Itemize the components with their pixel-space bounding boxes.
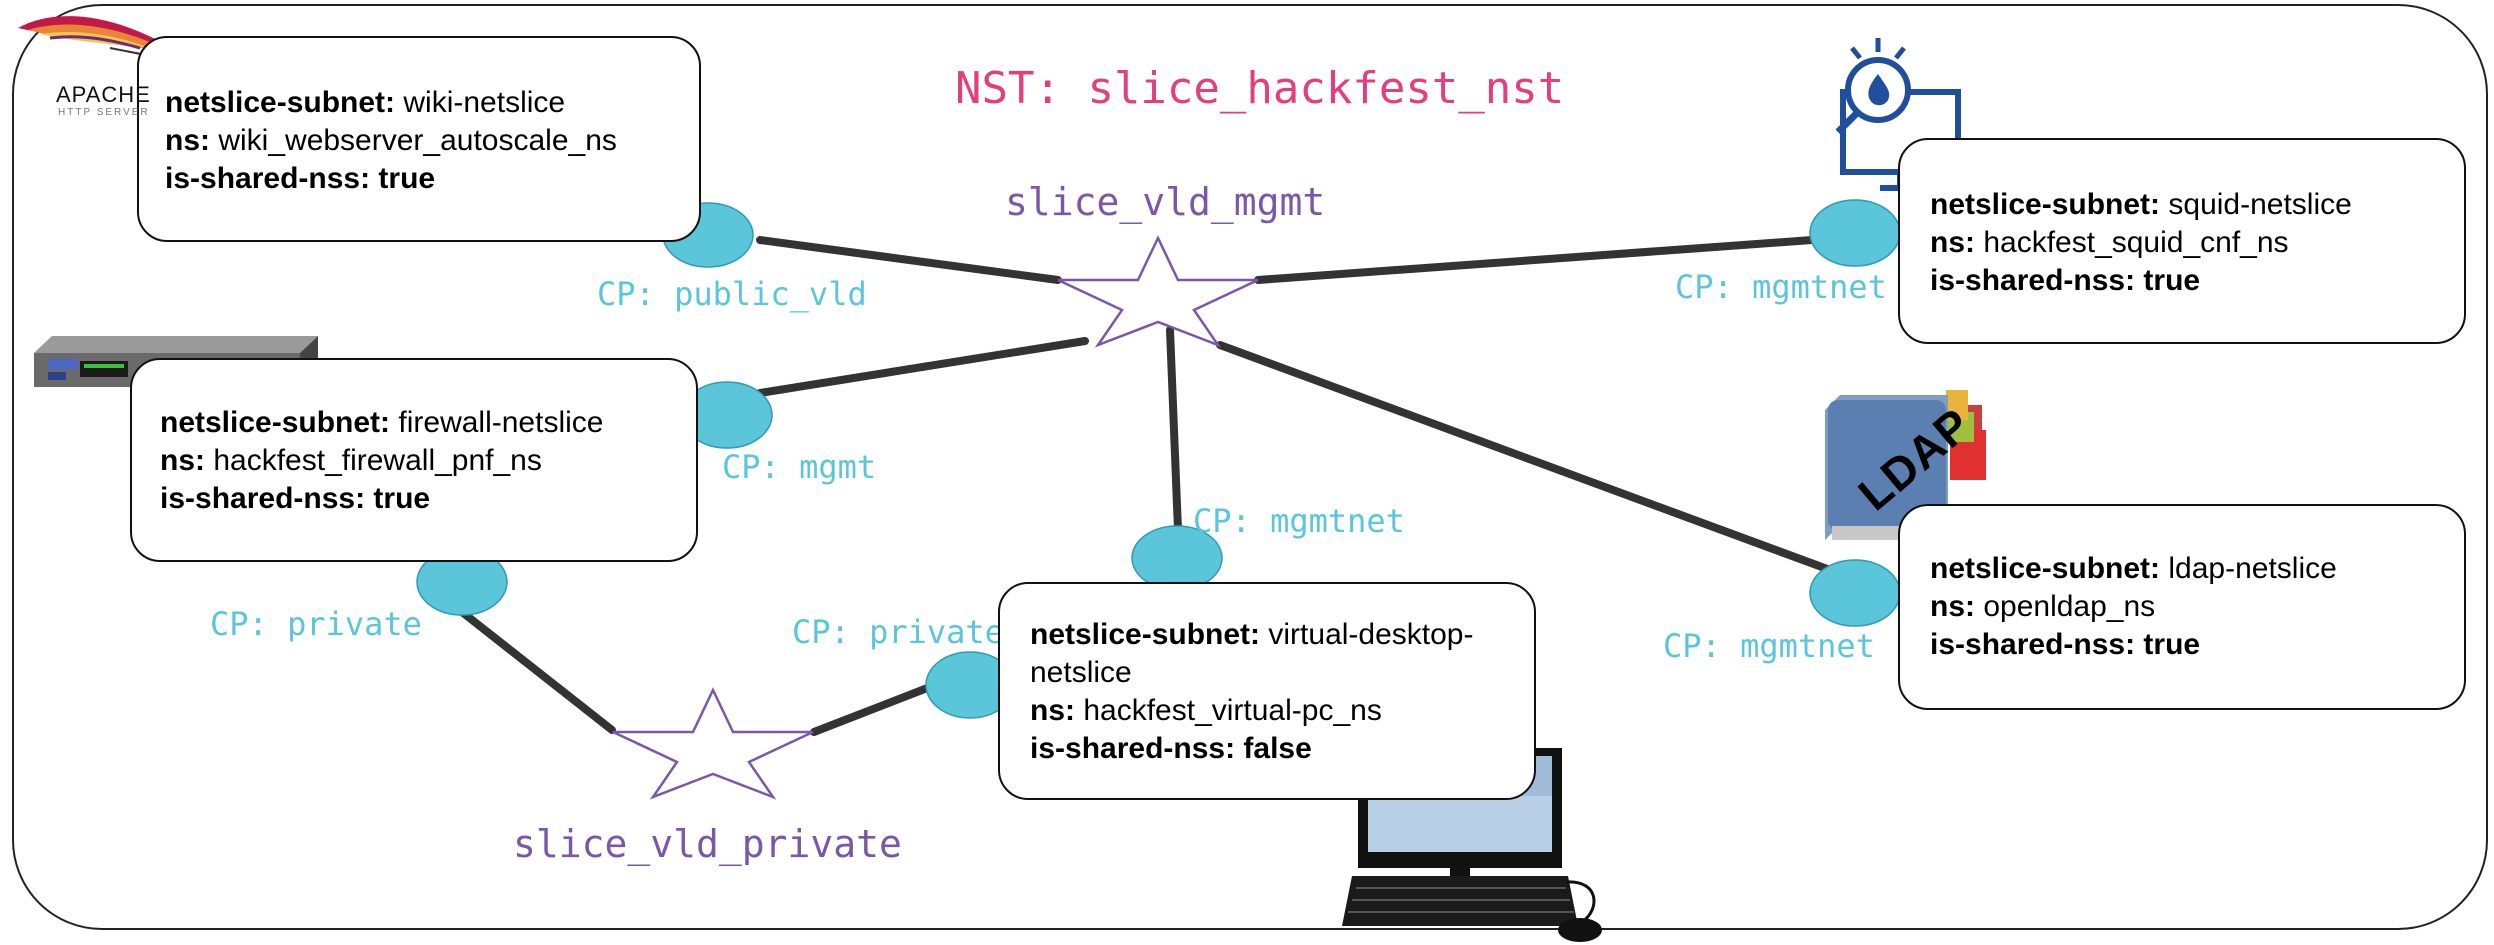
wiki-subnet-value: wiki-netslice [403,86,566,119]
cp-label-wiki: CP: public_vld [597,275,867,313]
firewall-ns-value: hackfest_firewall_pnf_ns [213,444,542,477]
squid-subnet-value: squid-netslice [2168,188,2352,221]
wiki-netslice-box: netslice-subnet: wiki-netslice ns: wiki_… [137,36,701,242]
shared-key: is-shared-nss: [1030,732,1236,765]
diagram-frame [12,4,2488,930]
squid-netslice-box: netslice-subnet: squid-netslice ns: hack… [1898,138,2466,344]
squid-shared-value: true [2143,264,2201,297]
cp-label-vdesk-private: CP: private [792,613,1004,651]
ldap-subnet-value: ldap-netslice [2168,552,2337,585]
apache-logo-line1: APACHE [56,82,151,107]
ldap-ns-value: openldap_ns [1983,590,2156,623]
subnet-key: netslice-subnet: [1930,552,2161,585]
ns-key: ns: [160,444,205,477]
firewall-subnet-value: firewall-netslice [398,406,604,439]
ldap-book-icon [1825,390,1986,540]
firewall-netslice-box: netslice-subnet: firewall-netslice ns: h… [130,358,698,562]
ldap-shared-value: true [2143,628,2201,661]
subnet-key: netslice-subnet: [1030,618,1261,651]
ns-key: ns: [1030,694,1075,727]
wiki-ns-value: wiki_webserver_autoscale_ns [218,124,617,157]
firewall-shared-value: true [373,482,431,515]
cp-label-squid: CP: mgmtnet [1675,268,1887,306]
vdesk-netslice-box: netslice-subnet: virtual-desktop- netsli… [998,582,1536,800]
mgmt-vld-star [1057,235,1259,348]
cp-label-ldap: CP: mgmtnet [1663,627,1875,665]
subnet-key: netslice-subnet: [160,406,391,439]
monitoring-icon [1835,38,1961,191]
ns-key: ns: [1930,590,1975,623]
cp-ldap-mgmt [1809,559,1901,627]
page-title: NST: slice_hackfest_nst [955,63,1565,114]
shared-key: is-shared-nss: [165,162,371,195]
link-vdesk-mgmt [1166,326,1182,534]
vdesk-subnet-value-line1: virtual-desktop- [1268,618,1474,651]
vdesk-shared-value: false [1243,732,1312,765]
wiki-shared-value: true [378,162,436,195]
cp-label-firewall-mgmt: CP: mgmt [722,448,877,486]
ns-key: ns: [1930,226,1975,259]
link-ldap-mgmt [1216,341,1834,574]
cp-squid-mgmt [1809,199,1901,267]
subnet-key: netslice-subnet: [1930,188,2161,221]
ldap-netslice-box: netslice-subnet: ldap-netslice ns: openl… [1898,504,2466,710]
squid-ns-value: hackfest_squid_cnf_ns [1983,226,2289,259]
shared-key: is-shared-nss: [1930,628,2136,661]
link-firewall-mgmt [756,337,1089,397]
vdesk-subnet-value-line2: netslice [1030,656,1132,689]
ns-key: ns: [165,124,210,157]
link-firewall-private [458,608,616,734]
vdesk-ns-value: hackfest_virtual-pc_ns [1083,694,1382,727]
link-wiki-mgmt [756,236,1062,284]
link-squid-mgmt [1254,236,1816,284]
cp-label-vdesk-mgmt: CP: mgmtnet [1193,502,1405,540]
shared-key: is-shared-nss: [160,482,366,515]
subnet-key: netslice-subnet: [165,86,396,119]
private-vld-label: slice_vld_private [513,822,902,866]
shared-key: is-shared-nss: [1930,264,2136,297]
cp-label-firewall-private: CP: private [210,605,422,643]
apache-logo-text: APACHE [56,84,151,106]
apache-logo-subtext: HTTP SERVER [58,107,150,118]
link-vdesk-private [810,681,939,736]
private-vld-star [612,687,814,800]
mgmt-vld-label: slice_vld_mgmt [1005,180,1326,224]
